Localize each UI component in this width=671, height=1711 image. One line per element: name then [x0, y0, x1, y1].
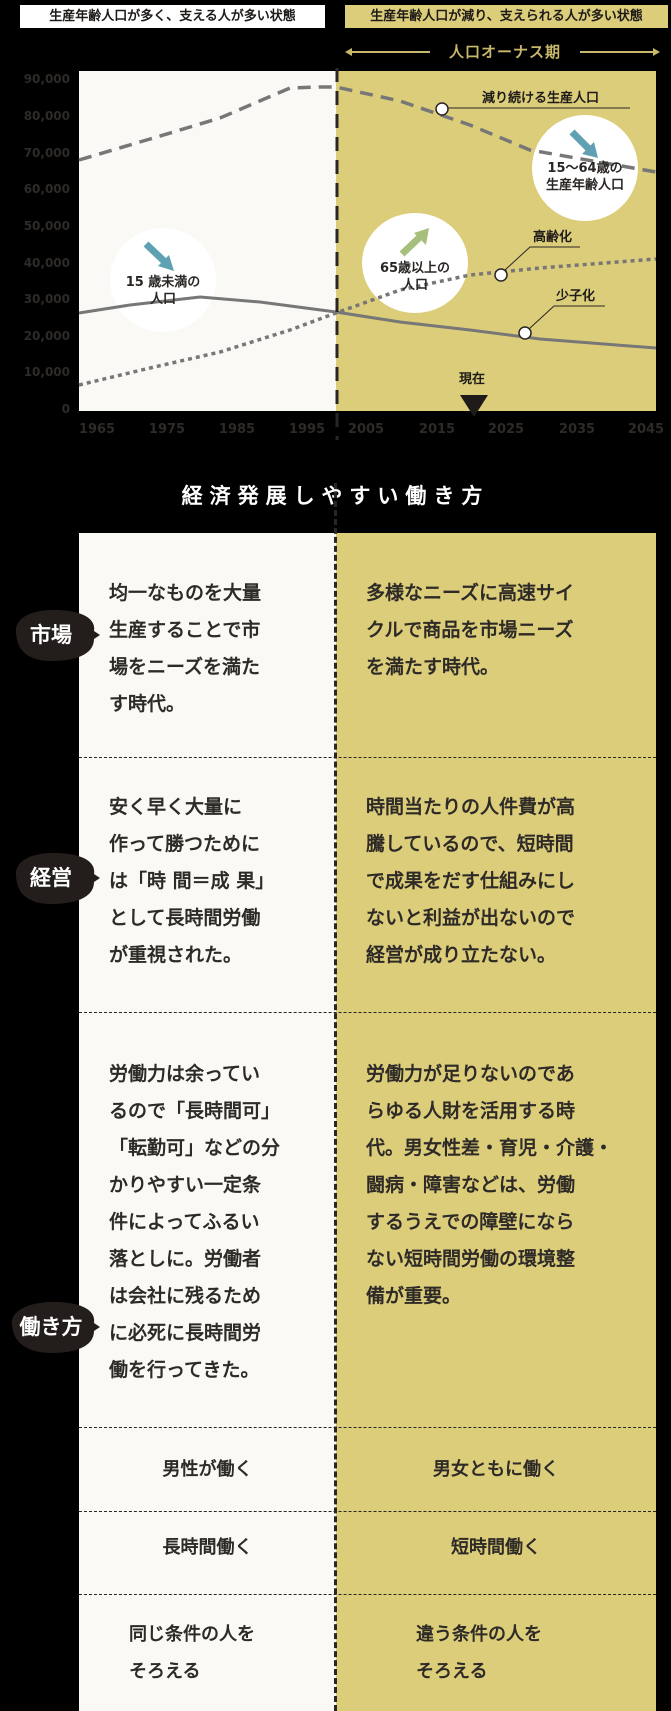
pre-onus-state-badge: 生産年齢人口が多く、支える人が多い状態 [20, 5, 325, 28]
y-tick-label: 80,000 [23, 109, 70, 123]
hours-present-text: 短時間働く [451, 1537, 541, 1558]
gender-past-text: 男性が働く [162, 1459, 253, 1480]
working-bubble-line1: 15～64歳の [547, 161, 623, 176]
onus-period-label: 人口オーナス期 [448, 43, 561, 61]
y-tick-label: 40,000 [23, 256, 70, 270]
tag-workstyle: 働き方 [8, 1299, 100, 1355]
x-tick-label: 1965 [78, 422, 116, 437]
management-past-text: 安く早く大量に作って勝つためには「時 間＝成 果」として長時間労働が重視された。 [109, 796, 275, 966]
gender-present-text: 男女ともに働く [433, 1459, 559, 1480]
comparison-table: 均一なものを大量生産することで市場をニーズを満たす時代。 多様なニーズに高速サイ… [79, 483, 656, 1711]
tag-workstyle-label: 働き方 [19, 1315, 83, 1339]
row-divider [79, 1427, 656, 1428]
management-present-text: 時間当たりの人件費が高騰しているので、短時間で成果をだす仕組みにしないと利益が出… [366, 796, 576, 966]
young-bubble [110, 228, 216, 332]
tag-market-label: 市場 [30, 623, 72, 647]
past-column [79, 533, 336, 1711]
onus-state-badge: 生産年齢人口が減り、支えられる人が多い状態 [345, 5, 668, 28]
speech-bubble-icon [15, 852, 100, 904]
y-tick-label: 90,000 [23, 72, 70, 86]
tag-market: 市場 [8, 607, 100, 663]
elderly-bubble-line2: 人口 [401, 278, 428, 293]
conditions-present-text: 違う条件の人をそろえる [416, 1624, 542, 1682]
population-chart: 90,000 80,000 70,000 60,000 50,000 40,00… [0, 0, 671, 440]
speech-bubble-icon [11, 1301, 100, 1353]
y-tick-label: 60,000 [23, 182, 70, 196]
y-tick-label: 20,000 [23, 329, 70, 343]
y-tick-label: 50,000 [23, 219, 70, 233]
onus-period-indicator: 人口オーナス期 [345, 40, 660, 64]
double-arrow-icon [345, 48, 660, 56]
y-tick-label: 0 [61, 402, 70, 416]
speech-bubble-icon [15, 609, 100, 661]
tag-management-label: 経営 [30, 866, 72, 890]
aging-annotation: 高齢化 [533, 230, 573, 245]
elderly-bubble [362, 213, 468, 313]
row-divider [79, 1511, 656, 1512]
x-tick-label: 2015 [418, 422, 456, 437]
section-title: 経済発展しやすい働き方 [181, 484, 490, 508]
market-past-text: 均一なものを大量生産することで市場をニーズを満たす時代。 [109, 582, 262, 715]
y-tick-label: 10,000 [23, 365, 70, 379]
tag-management: 経営 [8, 850, 100, 906]
x-tick-label: 2025 [487, 422, 525, 437]
x-tick-label: 1975 [148, 422, 186, 437]
row-divider [79, 757, 656, 758]
row-divider [79, 1594, 656, 1595]
market-present-text: 多様なニーズに高速サイクルで商品を市場ニーズを満たす時代。 [366, 582, 575, 678]
now-triangle-icon [460, 395, 488, 417]
over65-line [78, 257, 657, 387]
down-arrow-icon [143, 241, 174, 271]
young-bubble-line2: 人口 [149, 292, 176, 307]
x-tick-label: 2035 [558, 422, 596, 437]
working-decline-annotation: 減り続ける生産人口 [482, 91, 600, 106]
young-bubble-label: 15 歳未満の 人口 [113, 274, 213, 308]
workstyle-present-text: 労働力が足りないのであらゆる人財を活用する時代。男女性差・育児・介護・闘病・障害… [366, 1063, 614, 1307]
workstyle-past-text: 労働力は余っているので「長時間可」「転勤可」などの分かりやすい一定条件によってふ… [109, 1063, 281, 1381]
young-bubble-line1: 15 歳未満の [125, 275, 201, 290]
chart-plot-area [78, 68, 657, 440]
conditions-past-text: 同じ条件の人をそろえる [129, 1624, 255, 1682]
low-birthrate-annotation: 少子化 [556, 289, 596, 304]
down-arrow-icon [569, 129, 598, 158]
working-age-line [78, 85, 657, 174]
y-tick-label: 30,000 [23, 292, 70, 306]
now-annotation: 現在 [459, 372, 486, 387]
x-tick-label: 2005 [347, 422, 385, 437]
row-divider [79, 1012, 656, 1013]
working-bubble-line2: 生産年齢人口 [545, 178, 624, 193]
up-arrow-icon [399, 228, 429, 257]
x-tick-label: 1985 [218, 422, 256, 437]
x-tick-label: 2045 [627, 422, 665, 437]
present-column [336, 533, 656, 1711]
column-divider [334, 483, 337, 1711]
hours-past-text: 長時間働く [162, 1537, 253, 1558]
elderly-bubble-line1: 65歳以上の [379, 261, 451, 276]
elderly-bubble-label: 65歳以上の 人口 [365, 260, 465, 294]
working-bubble [532, 115, 638, 221]
y-tick-label: 70,000 [23, 146, 70, 160]
working-bubble-label: 15～64歳の 生産年齢人口 [535, 160, 635, 194]
x-tick-label: 1995 [288, 422, 326, 437]
